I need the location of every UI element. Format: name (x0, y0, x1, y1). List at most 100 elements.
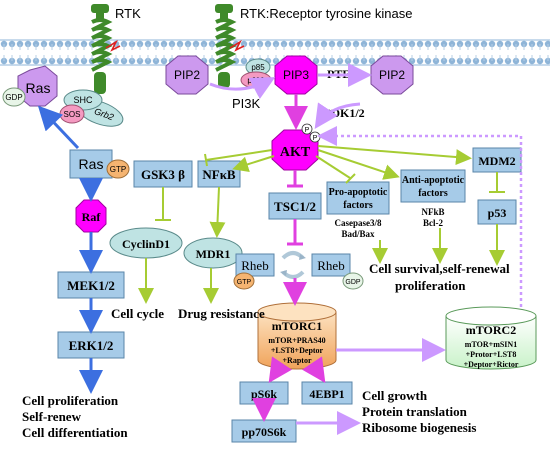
svg-text:GDP: GDP (345, 279, 361, 286)
tsc-node: TSC1/2 (268, 192, 322, 220)
lipid-head (544, 57, 550, 65)
rheb-right-node: Rheb (311, 253, 351, 277)
svg-text:SHC: SHC (73, 95, 93, 105)
svg-text:PIP3: PIP3 (283, 68, 309, 82)
erk-node: ERK1/2 (57, 331, 125, 359)
svg-text:pS6k: pS6k (251, 387, 277, 401)
svg-text:pp70S6k: pp70S6k (242, 425, 287, 439)
svg-text:+Protor+LST8: +Protor+LST8 (466, 350, 517, 359)
rtk-receptor-tyrosine-kinase-label: RTK:Receptor tyrosine kinase (240, 6, 412, 21)
svg-text:NFκB: NFκB (202, 167, 236, 182)
svg-text:p85: p85 (251, 63, 265, 72)
pip3-node: PIP3 (274, 55, 318, 95)
svg-text:GTP: GTP (237, 279, 252, 286)
ps6k-node: pS6k (239, 381, 289, 405)
inhibit-akt-pro-apoptotic (315, 155, 351, 179)
pip2-left-node: PIP2 (165, 55, 209, 95)
arrow-mtorc1-ps6k (268, 356, 292, 383)
sos-protein: SOS (59, 104, 85, 124)
arrow-akt-mdm2 (317, 145, 472, 166)
ras-top-node: Ras (17, 65, 58, 107)
phospho-site-1: P (301, 123, 313, 135)
svg-text:4EBP1: 4EBP1 (309, 387, 344, 401)
svg-text:P: P (305, 127, 310, 134)
rheb-cycle-icon (280, 251, 306, 279)
svg-text:+LST8+Deptor: +LST8+Deptor (271, 346, 324, 355)
nfkb-node: NFκB (197, 160, 241, 188)
mtorc1-node: mTORC1 mTOR+PRAS40 +LST8+Deptor +Raptor (257, 302, 337, 370)
svg-text:mTOR+mSIN1: mTOR+mSIN1 (465, 340, 517, 349)
svg-text:Ras: Ras (79, 156, 104, 172)
svg-text:mTORC2: mTORC2 (466, 323, 516, 337)
inhibit-akt-gsk3 (205, 149, 273, 161)
svg-text:Pro-apoptotic: Pro-apoptotic (329, 187, 388, 198)
protein-translation-label: Protein translation (362, 404, 468, 419)
svg-text:p53: p53 (488, 206, 507, 220)
rtk-receptor-right (215, 4, 245, 88)
arrow-akt-anti-apoptotic (317, 149, 400, 180)
phospho-site-2: P (309, 131, 321, 143)
anti-apoptotic-node: Anti-apoptotic factors (400, 169, 466, 203)
cell-survival-label: Cell survival,self-renewal (369, 261, 510, 276)
svg-text:factors: factors (418, 188, 448, 199)
arrow-mtorc2-akt (317, 126, 523, 307)
p85-subunit: p85 (245, 58, 271, 76)
svg-text:Rheb: Rheb (241, 258, 268, 273)
casepase-label: Casepase3/8 (335, 218, 382, 228)
ribosome-biogenesis-label: Ribosome biogenesis (362, 420, 476, 435)
svg-text:+Raptor: +Raptor (283, 356, 312, 365)
mdr1-node: MDR1 (183, 237, 243, 269)
mdm2-node: MDM2 (472, 147, 522, 173)
nfkb-small-label: NFkB (421, 207, 444, 217)
arrow-nfkb-mdr1 (209, 186, 226, 238)
svg-text:MDM2: MDM2 (478, 154, 515, 168)
pi3k-label: PI3K (232, 96, 261, 111)
arrow-akt-nfkb (232, 155, 275, 173)
svg-text:MDR1: MDR1 (196, 247, 231, 261)
svg-text:Raf: Raf (82, 210, 102, 224)
mek-node: MEK1/2 (57, 271, 125, 299)
svg-text:Rheb: Rheb (317, 258, 344, 273)
svg-text:TSC1/2: TSC1/2 (274, 199, 316, 214)
svg-text:P: P (313, 135, 318, 142)
ras-mid-node: Ras (69, 149, 113, 179)
bcl2-label: Bcl-2 (423, 218, 443, 228)
4ebp1-node: 4EBP1 (301, 381, 353, 405)
arrow-mtorc1-4ebp1 (302, 356, 326, 383)
cyclind1-node: CyclinD1 (109, 227, 183, 259)
gtp-ras-badge: GTP (106, 159, 130, 179)
svg-text:SOS: SOS (64, 110, 81, 119)
mtorc2-node: mTORC2 mTOR+mSIN1 +Protor+LST8 +Deptor+R… (445, 306, 537, 370)
ras-top-label: Ras (26, 80, 51, 96)
svg-text:AKT: AKT (280, 145, 311, 160)
rtk-receptor-left (91, 4, 121, 94)
p53-node: p53 (477, 199, 517, 225)
akt-node: AKT (271, 129, 319, 171)
svg-text:GSK3 β: GSK3 β (141, 167, 185, 182)
pathway-arrows (37, 63, 523, 435)
lipid-head (544, 40, 550, 48)
arrow-ras-activation (37, 105, 80, 150)
svg-text:PIP2: PIP2 (379, 68, 405, 82)
drug-resistance-label: Drug resistance (178, 306, 265, 321)
gdp-rheb-badge: GDP (342, 272, 364, 290)
pp70s6k-node: pp70S6k (231, 419, 297, 443)
svg-text:GTP: GTP (110, 165, 126, 174)
cell-proliferation-label: Cell proliferation (22, 393, 119, 408)
pro-apoptotic-node: Pro-apoptotic factors (326, 181, 390, 215)
cell-cycle-label: Cell cycle (111, 306, 164, 321)
svg-text:mTORC1: mTORC1 (272, 319, 322, 333)
self-renew-label: Self-renew (22, 409, 82, 424)
svg-text:GDP: GDP (5, 93, 22, 102)
svg-text:factors: factors (343, 200, 373, 211)
svg-text:Anti-apoptotic: Anti-apoptotic (402, 175, 465, 186)
rheb-left-node: Rheb (235, 253, 275, 277)
rtk-label: RTK (115, 6, 141, 21)
cell-growth-label: Cell growth (362, 388, 428, 403)
cell-membrane (0, 39, 550, 66)
raf-node: Raf (75, 199, 107, 233)
arrow-pdk-akt (314, 102, 361, 129)
svg-text:CyclinD1: CyclinD1 (122, 237, 170, 251)
gsk3-node: GSK3 β (133, 160, 193, 188)
pip2-right-node: PIP2 (370, 55, 414, 95)
